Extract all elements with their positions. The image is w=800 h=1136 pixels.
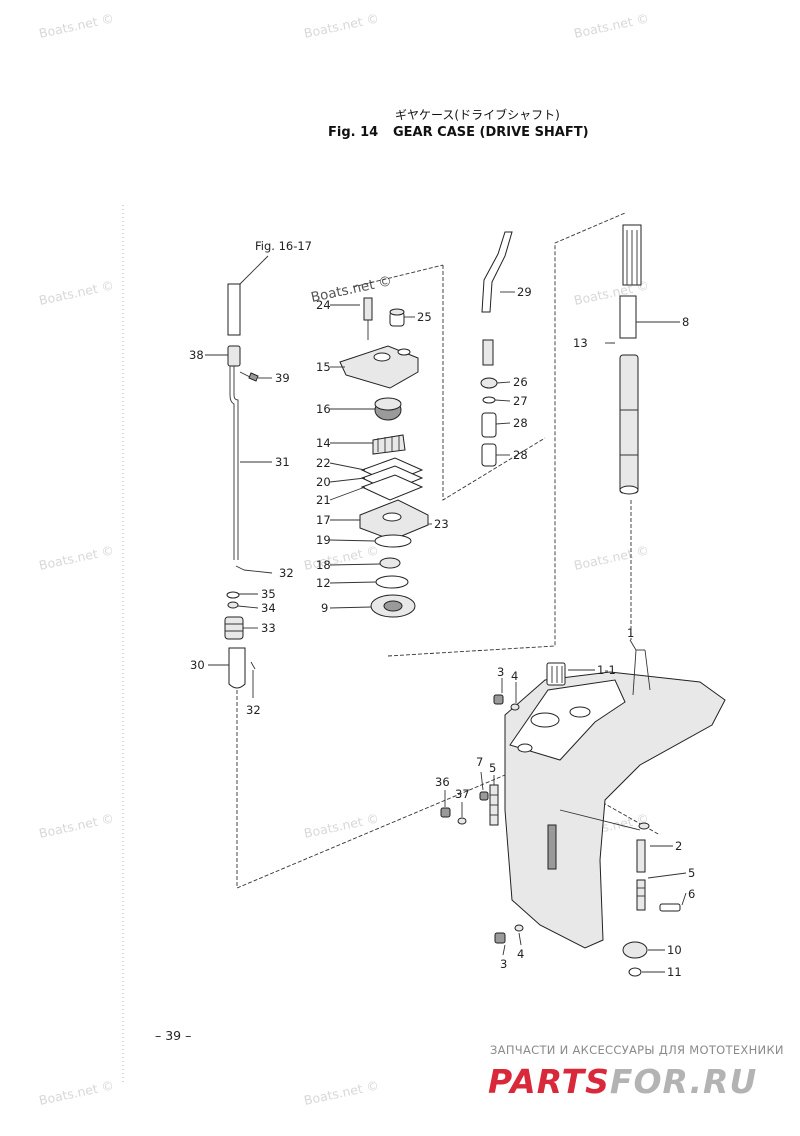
shift-rod-assembly — [224, 283, 259, 689]
figure-title: ギヤケース(ドライブシャフト) Fig. 14 GEAR CASE (DRIVE… — [328, 107, 589, 140]
callout-label: 20 — [316, 475, 331, 489]
callout-label: 12 — [316, 576, 331, 590]
callout-label: 7 — [476, 755, 483, 769]
callout-label: 33 — [261, 621, 276, 635]
callout-label: 21 — [316, 493, 331, 507]
callout-label: 3 — [500, 957, 507, 971]
watermark: Boats.net © — [38, 542, 116, 573]
water-pump-assembly — [339, 297, 429, 618]
callout-label: 37 — [455, 787, 470, 801]
callout-label: 36 — [435, 775, 450, 789]
callout-label: 4 — [511, 669, 518, 683]
callout-label: 35 — [261, 587, 276, 601]
water-tube-assembly — [480, 231, 513, 467]
callout-label: 8 — [682, 315, 689, 329]
callout-label: 28 — [513, 416, 528, 430]
callout-label: 29 — [517, 285, 532, 299]
watermark: Boats.net © — [38, 1077, 116, 1108]
callout-labels: 1 1-1 2 3 3 4 4 5 5 6 7 8 9 10 11 12 13 … — [189, 285, 695, 979]
callout-label: 3 — [497, 665, 504, 679]
brand-name-right: FOR.RU — [610, 1062, 757, 1101]
watermark: Boats.net © — [573, 542, 651, 573]
figure-reference: Fig. 16-17 — [255, 239, 312, 253]
callout-label: 9 — [321, 601, 328, 615]
title-english: GEAR CASE (DRIVE SHAFT) — [393, 125, 589, 140]
watermark: Boats.net © — [38, 277, 116, 308]
callout-label: 6 — [688, 887, 695, 901]
callout-label: 38 — [189, 348, 204, 362]
title-japanese: ギヤケース(ドライブシャフト) — [395, 107, 560, 122]
callout-label: 4 — [517, 947, 524, 961]
callout-label: 19 — [316, 533, 331, 547]
callout-label: 27 — [513, 394, 528, 408]
watermark-layer: Boats.net © Boats.net © Boats.net © Boat… — [38, 10, 651, 1108]
callout-label: 24 — [316, 298, 331, 312]
leader-line — [239, 255, 269, 285]
callout-label: 32 — [279, 566, 294, 580]
callout-label: 17 — [316, 513, 331, 527]
brand-tagline: ЗАПЧАСТИ И АКСЕССУАРЫ ДЛЯ МОТОТЕХНИКИ — [490, 1043, 784, 1057]
callout-label: 2 — [675, 839, 682, 853]
callout-label: 23 — [434, 517, 449, 531]
callout-label: 26 — [513, 375, 528, 389]
watermark: Boats.net © — [303, 542, 381, 573]
watermark: Boats.net © — [38, 810, 116, 841]
callout-label: 10 — [667, 943, 682, 957]
gear-case-housing — [504, 662, 726, 949]
brand-name-left: PARTS — [488, 1062, 610, 1101]
callout-label: 1 — [627, 626, 634, 640]
watermark: Boats.net © — [303, 10, 381, 41]
callout-label: 5 — [489, 761, 496, 775]
callout-label: 16 — [316, 402, 331, 416]
callout-label: 14 — [316, 436, 331, 450]
leader-lines — [205, 291, 687, 973]
callout-label: 11 — [667, 965, 682, 979]
brand-logo: ЗАПЧАСТИ И АКСЕССУАРЫ ДЛЯ МОТОТЕХНИКИ PA… — [488, 1043, 784, 1101]
callout-label: 13 — [573, 336, 588, 350]
callout-label: 25 — [417, 310, 432, 324]
callout-label: 30 — [190, 658, 205, 672]
callout-label: 15 — [316, 360, 331, 374]
watermark: Boats.net © — [38, 10, 116, 41]
callout-label: 32 — [246, 703, 261, 717]
callout-label: 31 — [275, 455, 290, 469]
page-number: – 39 – — [155, 1028, 191, 1043]
watermark: Boats.net © — [573, 10, 651, 41]
drive-shaft — [605, 224, 642, 495]
callout-label: 39 — [275, 371, 290, 385]
callout-label: 1-1 — [597, 663, 616, 677]
watermark: Boats.net © — [303, 1077, 381, 1108]
small-hardware — [440, 694, 681, 977]
brand-name: PARTSFOR.RU — [488, 1062, 757, 1101]
callout-label: 22 — [316, 456, 331, 470]
fig-number: Fig. 14 — [328, 125, 378, 140]
callout-label: 34 — [261, 601, 276, 615]
callout-label: 18 — [316, 558, 331, 572]
callout-label: 5 — [688, 866, 695, 880]
watermark: Boats.net © — [303, 810, 381, 841]
callout-label: 28 — [513, 448, 528, 462]
